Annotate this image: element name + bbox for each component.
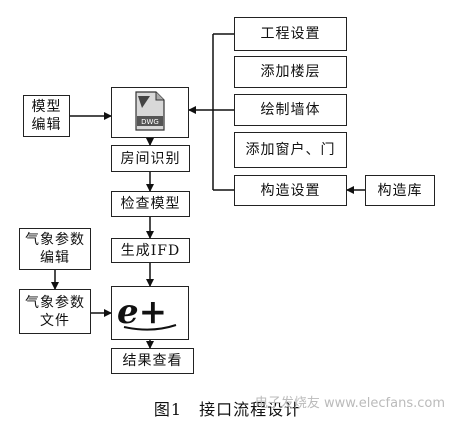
- node-add-window-door: 添加窗户、门: [234, 132, 347, 168]
- node-model-edit: 模型 编辑: [23, 95, 70, 137]
- dwg-file-icon: DWG: [111, 87, 189, 138]
- figure-caption: 图1 接口流程设计: [153, 400, 302, 419]
- node-project-settings: 工程设置: [234, 17, 347, 51]
- energyplus-icon: e+: [111, 286, 189, 340]
- node-add-floor: 添加楼层: [234, 56, 347, 88]
- node-weather-file: 气象参数 文件: [19, 289, 91, 334]
- node-draw-wall: 绘制墙体: [234, 94, 347, 126]
- watermark: 电子发烧友 www.elecfans.com: [254, 396, 445, 411]
- node-generate-ifd: 生成IFD: [111, 238, 190, 263]
- ep-icon-label: e+: [117, 292, 167, 332]
- dwg-icon-label: DWG: [141, 118, 159, 126]
- node-check-model: 检查模型: [111, 191, 190, 217]
- node-view-results: 结果查看: [111, 348, 194, 374]
- node-construction-library: 构造库: [365, 175, 435, 206]
- node-construction-settings: 构造设置: [234, 175, 347, 206]
- node-room-recognition: 房间识别: [111, 145, 190, 172]
- node-weather-edit: 气象参数 编辑: [19, 228, 91, 270]
